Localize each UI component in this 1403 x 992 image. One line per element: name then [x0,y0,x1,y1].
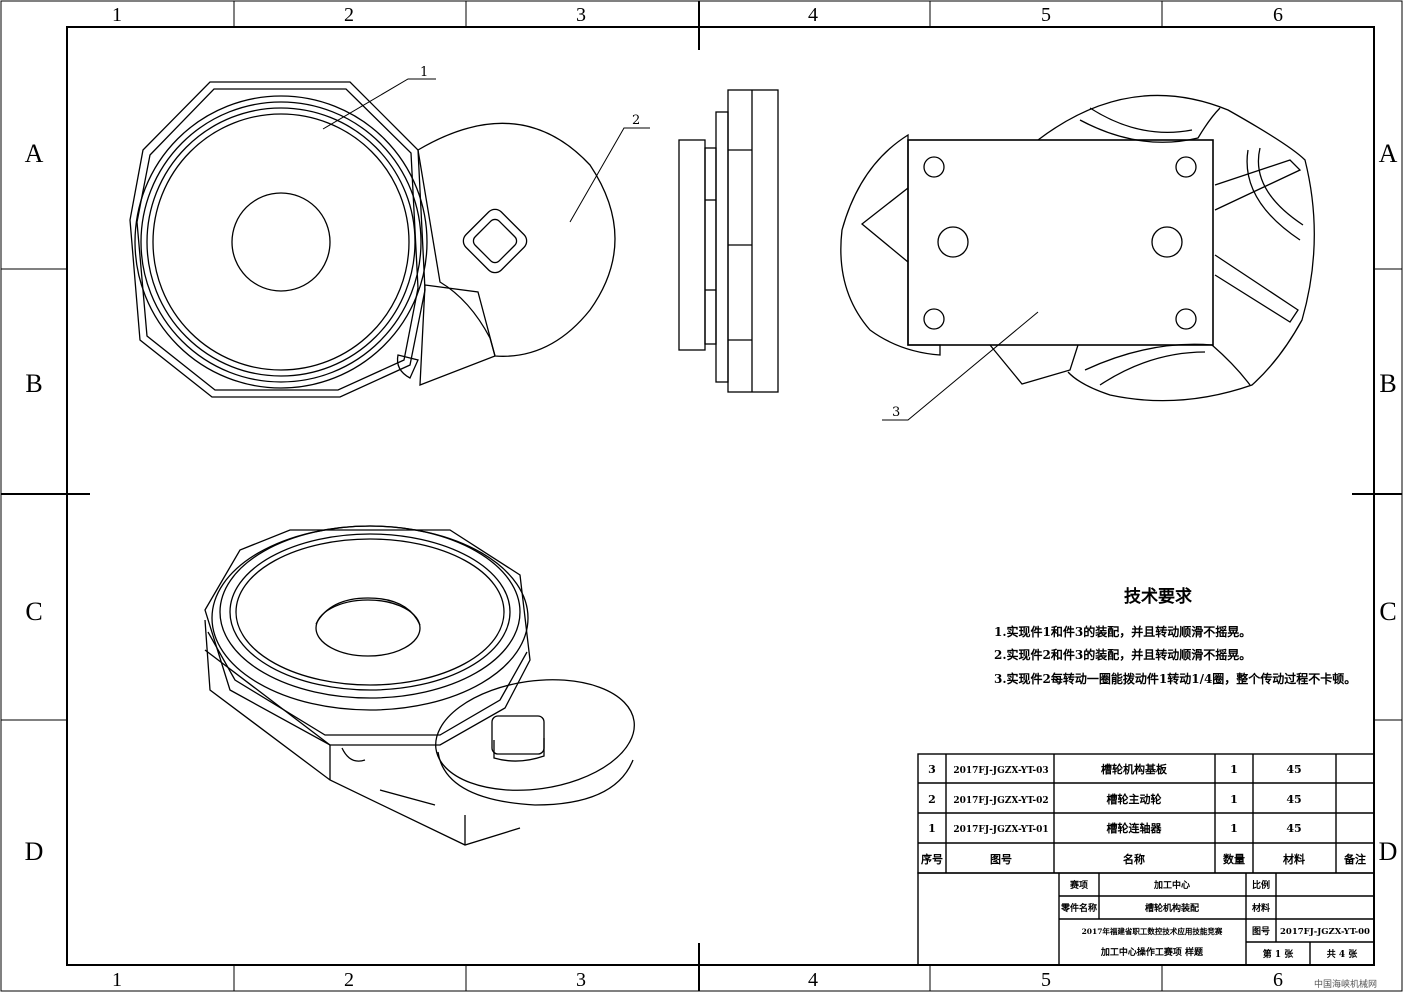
svg-text:比例: 比例 [1252,879,1270,891]
zone-labels: 1 2 3 4 5 6 1 2 3 4 5 6 A B C D A B C D [25,4,1398,991]
svg-text:备注: 备注 [1343,852,1366,866]
zone-col-4-bottom: 4 [808,969,818,991]
tech-requirements: 技术要求 1.实现件1和件3的装配，并且转动顺滑不摇晃。 2.实现件2和件3的装… [994,586,1356,686]
balloon-2: 2 [632,113,640,128]
side-view [678,89,779,393]
zone-col-2: 2 [344,4,354,26]
svg-text:加工中心: 加工中心 [1153,879,1190,891]
svg-text:45: 45 [1286,793,1301,806]
zone-row-d: D [25,837,44,866]
zone-row-c-right: C [1379,597,1396,626]
zone-row-a: A [25,139,44,168]
svg-text:序号: 序号 [921,852,943,866]
zone-col-3-bottom: 3 [576,969,586,991]
svg-text:图号: 图号 [990,853,1012,866]
svg-text:1: 1 [928,822,936,835]
svg-text:赛项: 赛项 [1069,879,1088,891]
svg-text:材料: 材料 [1251,902,1270,914]
inner-border [66,26,1375,966]
svg-text:45: 45 [1286,763,1301,776]
svg-text:2017年福建省职工数控技术应用技能竞赛: 2017年福建省职工数控技术应用技能竞赛 [1082,926,1223,936]
svg-text:2: 2 [928,793,936,806]
tech-title: 技术要求 [1124,586,1192,607]
svg-text:1: 1 [1230,822,1238,835]
zone-col-6: 6 [1273,4,1283,26]
svg-text:2017FJ-JGZX-YT-02: 2017FJ-JGZX-YT-02 [953,796,1048,806]
balloon-3: 3 [892,405,900,420]
svg-text:槽轮机构基板: 槽轮机构基板 [1101,762,1168,776]
parts-list-text: 3 2017FJ-JGZX-YT-03 槽轮机构基板 1 45 2 2017FJ… [921,762,1366,866]
balloon-1: 1 [420,65,428,80]
svg-text:名称: 名称 [1123,852,1145,866]
zone-row-b: B [25,369,42,398]
isometric-view [204,525,635,846]
title-block-text: 赛项 加工中心 比例 零件名称 槽轮机构装配 材料 2017年福建省职工数控技术… [1060,879,1370,960]
svg-text:槽轮机构装配: 槽轮机构装配 [1145,902,1199,914]
svg-text:材料: 材料 [1283,852,1305,866]
zone-col-5-bottom: 5 [1041,969,1051,991]
zone-col-4: 4 [808,4,818,26]
tech-item-2: 2.实现件2和件3的装配，并且转动顺滑不摇晃。 [994,647,1251,662]
zone-col-6-bottom: 6 [1273,969,1283,991]
zone-col-5: 5 [1041,4,1051,26]
svg-text:图号: 图号 [1252,926,1270,937]
watermark: 中国海峡机械网 [1313,980,1377,990]
zone-row-c: C [25,597,42,626]
top-view [840,94,1315,402]
zone-col-1-bottom: 1 [112,969,122,991]
zone-col-3: 3 [576,4,586,26]
svg-text:零件名称: 零件名称 [1060,902,1097,914]
svg-text:槽轮连轴器: 槽轮连轴器 [1107,821,1163,835]
leaders [322,78,1039,421]
svg-text:45: 45 [1286,822,1301,835]
zone-col-2-bottom: 2 [344,969,354,991]
svg-text:共 4 张: 共 4 张 [1327,948,1359,960]
svg-text:第 1 张: 第 1 张 [1263,948,1295,960]
svg-text:槽轮主动轮: 槽轮主动轮 [1107,792,1162,806]
zone-row-b-right: B [1379,369,1396,398]
front-view [129,81,616,398]
svg-text:1: 1 [1230,763,1238,776]
zone-row-d-right: D [1379,837,1398,866]
zone-row-a-right: A [1379,139,1398,168]
svg-text:2017FJ-JGZX-YT-00: 2017FJ-JGZX-YT-00 [1280,927,1370,937]
svg-text:2017FJ-JGZX-YT-03: 2017FJ-JGZX-YT-03 [953,766,1048,776]
tech-item-1: 1.实现件1和件3的装配，并且转动顺滑不摇晃。 [994,624,1251,639]
svg-text:数量: 数量 [1223,852,1245,866]
svg-text:1: 1 [1230,793,1238,806]
tech-item-3: 3.实现件2每转动一圈能拨动件1转动1/4圈，整个传动过程不卡顿。 [994,671,1356,686]
svg-text:加工中心操作工赛项 样题: 加工中心操作工赛项 样题 [1100,946,1204,958]
title-block [917,872,1375,966]
zone-col-1: 1 [112,4,122,26]
svg-text:2017FJ-JGZX-YT-01: 2017FJ-JGZX-YT-01 [953,825,1048,835]
svg-text:3: 3 [928,763,936,776]
balloon-labels: 1 2 3 [420,65,900,420]
